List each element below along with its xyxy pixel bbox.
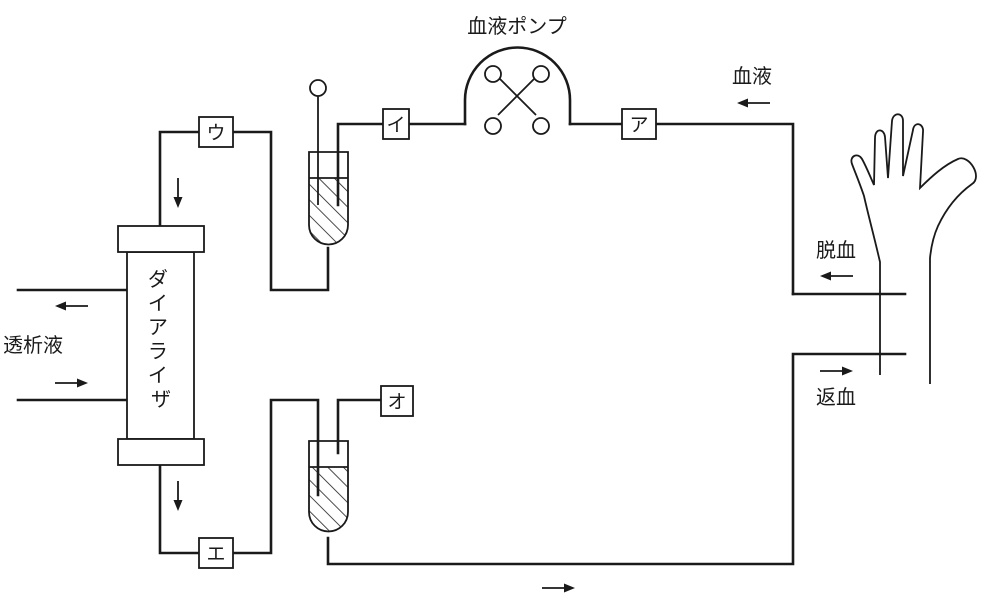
- level-adjuster-knob: [309, 79, 327, 97]
- box-e: エ: [198, 537, 234, 569]
- pump-roller: [484, 65, 502, 83]
- svg-text:エ: エ: [206, 543, 225, 565]
- box-a: ア: [621, 108, 657, 140]
- arrow-left-icon: [737, 98, 770, 108]
- svg-text:ア: ア: [629, 114, 648, 136]
- box-i: イ: [382, 108, 410, 140]
- dialyzer-char: ダ: [148, 267, 168, 291]
- svg-text:オ: オ: [387, 391, 406, 413]
- blood-pump: [463, 46, 572, 135]
- tubing-lower: [158, 352, 907, 566]
- dialysate-label: 透析液: [3, 333, 63, 357]
- arrow-left-icon: [820, 271, 853, 281]
- pump-roller: [484, 117, 502, 135]
- arrow-right-icon: [542, 583, 575, 593]
- return-label: 返血: [816, 385, 856, 409]
- arrow-right-icon: [55, 378, 88, 388]
- dialyzer-char: ア: [148, 315, 168, 339]
- pump-roller: [532, 65, 550, 83]
- dialyzer-char: イ: [148, 291, 168, 315]
- hand-icon: [850, 113, 977, 384]
- box-u: ウ: [198, 116, 234, 148]
- arrow-down-icon: [173, 178, 183, 208]
- arrow-down-icon: [173, 481, 183, 511]
- dialyzer-char: ラ: [148, 339, 168, 363]
- arrow-right-icon: [820, 366, 853, 376]
- dialyzer: ダ イ ア ラ イ ザ: [117, 225, 205, 466]
- pump-label: 血液ポンプ: [467, 14, 566, 38]
- dialyzer-char: イ: [148, 363, 168, 387]
- box-o: オ: [380, 385, 414, 417]
- dialyzer-char: ザ: [151, 387, 171, 411]
- svg-text:イ: イ: [386, 114, 405, 136]
- drip-chamber-lower: [308, 440, 349, 533]
- tubing-upper: [158, 122, 907, 296]
- dialyzer-label: ダ イ ア ラ イ ザ: [148, 267, 174, 411]
- outflow-label: 脱血: [816, 238, 856, 262]
- flow-arrows: [55, 98, 853, 593]
- svg-text:ウ: ウ: [206, 122, 225, 144]
- dialysate-lines: [16, 288, 129, 402]
- pump-roller: [532, 117, 550, 135]
- arrow-left-icon: [55, 301, 88, 311]
- drip-chamber-upper: [308, 79, 349, 246]
- blood-label: 血液: [732, 64, 772, 88]
